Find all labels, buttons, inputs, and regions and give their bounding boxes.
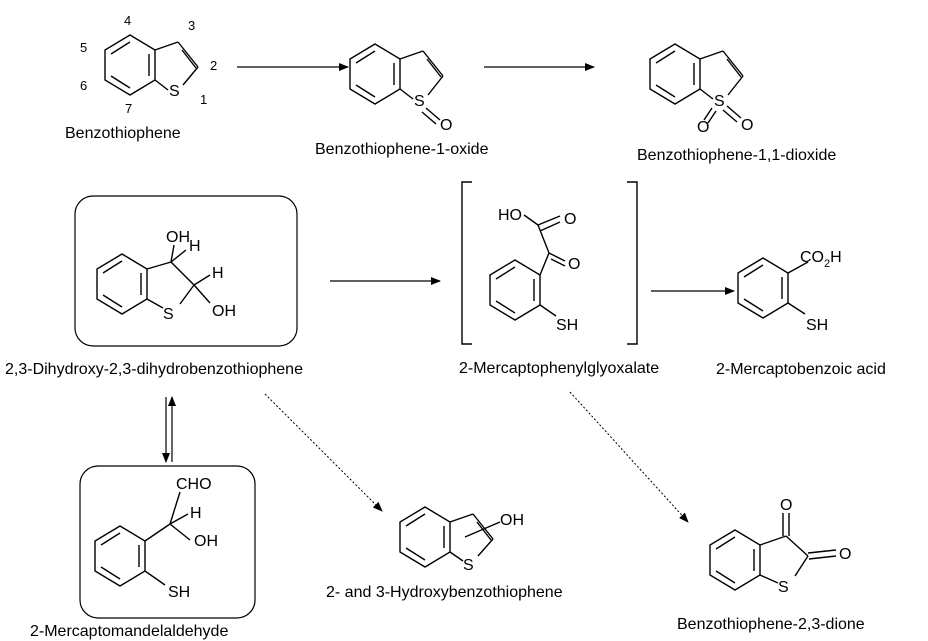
- bracket-right: [627, 181, 638, 345]
- ring-number-1: 1: [200, 92, 207, 107]
- carboxyl-group: CO2H: [800, 249, 842, 270]
- benzothiophene-dioxide-label: Benzothiophene-1,1-dioxide: [637, 147, 836, 164]
- hydroxyl-group: OH: [500, 512, 524, 529]
- dihydroxy-label: 2,3-Dihydroxy-2,3-dihydrobenzothiophene: [5, 361, 303, 378]
- dotted-arrow-dione: [569, 391, 689, 523]
- dihydroxy-intermediate-box: [74, 195, 298, 347]
- thiol-group: SH: [556, 317, 578, 334]
- benzothiophene-dioxide-structure: S O O: [649, 43, 753, 136]
- ring-number-6: 6: [80, 78, 87, 93]
- sulfur-atom: S: [463, 557, 474, 574]
- bracket-left: [461, 181, 472, 345]
- thiol-group: SH: [806, 317, 828, 334]
- hydroxyl-group: OH: [212, 303, 236, 320]
- hydroxybenzothiophene-label: 2- and 3-Hydroxybenzothiophene: [326, 584, 563, 601]
- benzothiophene-oxide-structure: S O: [349, 43, 452, 134]
- ring-number-4: 4: [124, 13, 131, 28]
- benzothiophene-dione-label: Benzothiophene-2,3-dione: [677, 616, 865, 633]
- mercaptomandelaldehyde-structure: CHO H OH SH: [94, 476, 218, 601]
- sulfur-atom: S: [163, 306, 174, 323]
- mercaptophenylglyoxalate-structure: HO O O SH: [489, 207, 580, 334]
- oxygen-atom: O: [697, 119, 709, 136]
- ring-number-7: 7: [125, 101, 132, 116]
- mandelaldehyde-box: [79, 465, 256, 619]
- aldehyde-group: CHO: [176, 476, 212, 493]
- hydroxyl-group: OH: [166, 229, 190, 246]
- oxygen-atom: O: [440, 117, 452, 134]
- oxygen-atom: O: [839, 546, 851, 563]
- benzothiophene-dione-structure: O O S: [709, 497, 851, 596]
- hydrogen-atom: H: [212, 265, 224, 282]
- sulfur-atom: S: [714, 93, 725, 110]
- mandelaldehyde-label: 2-Mercaptomandelaldehyde: [30, 623, 228, 640]
- oxygen-atom: O: [780, 497, 792, 514]
- ring-number-5: 5: [80, 40, 87, 55]
- oxygen-atom: O: [741, 117, 753, 134]
- mercaptobenzoic-acid-structure: CO2H SH: [737, 249, 842, 334]
- benzothiophene-oxide-label: Benzothiophene-1-oxide: [315, 141, 489, 158]
- hydroxybenzothiophene-structure: S OH: [399, 506, 524, 574]
- benzoic-acid-label: 2-Mercaptobenzoic acid: [716, 361, 886, 378]
- hydrogen-atom: H: [190, 505, 202, 522]
- dotted-arrow-hydroxy: [264, 393, 383, 512]
- sulfur-atom: S: [414, 93, 425, 110]
- thiol-group: SH: [168, 584, 190, 601]
- hydrogen-atom: H: [189, 238, 201, 255]
- benzothiophene-label: Benzothiophene: [65, 125, 181, 142]
- equilibrium-arrows: [162, 396, 176, 463]
- ring-number-2: 2: [210, 58, 217, 73]
- glyoxalate-label: 2-Mercaptophenylglyoxalate: [459, 360, 659, 377]
- ring-number-3: 3: [188, 18, 195, 33]
- hydroxyl-group: OH: [194, 533, 218, 550]
- sulfur-atom: S: [778, 579, 789, 596]
- sulfur-atom: S: [169, 83, 180, 100]
- benzothiophene-structure: S 4 3 5 2 6 7 1: [80, 13, 217, 116]
- oxygen-atom: O: [568, 256, 580, 273]
- hydroxyl-group: HO: [498, 207, 522, 224]
- dihydroxy-dihydrobenzothiophene-structure: OH H H S OH: [96, 229, 236, 323]
- oxygen-atom: O: [564, 211, 576, 228]
